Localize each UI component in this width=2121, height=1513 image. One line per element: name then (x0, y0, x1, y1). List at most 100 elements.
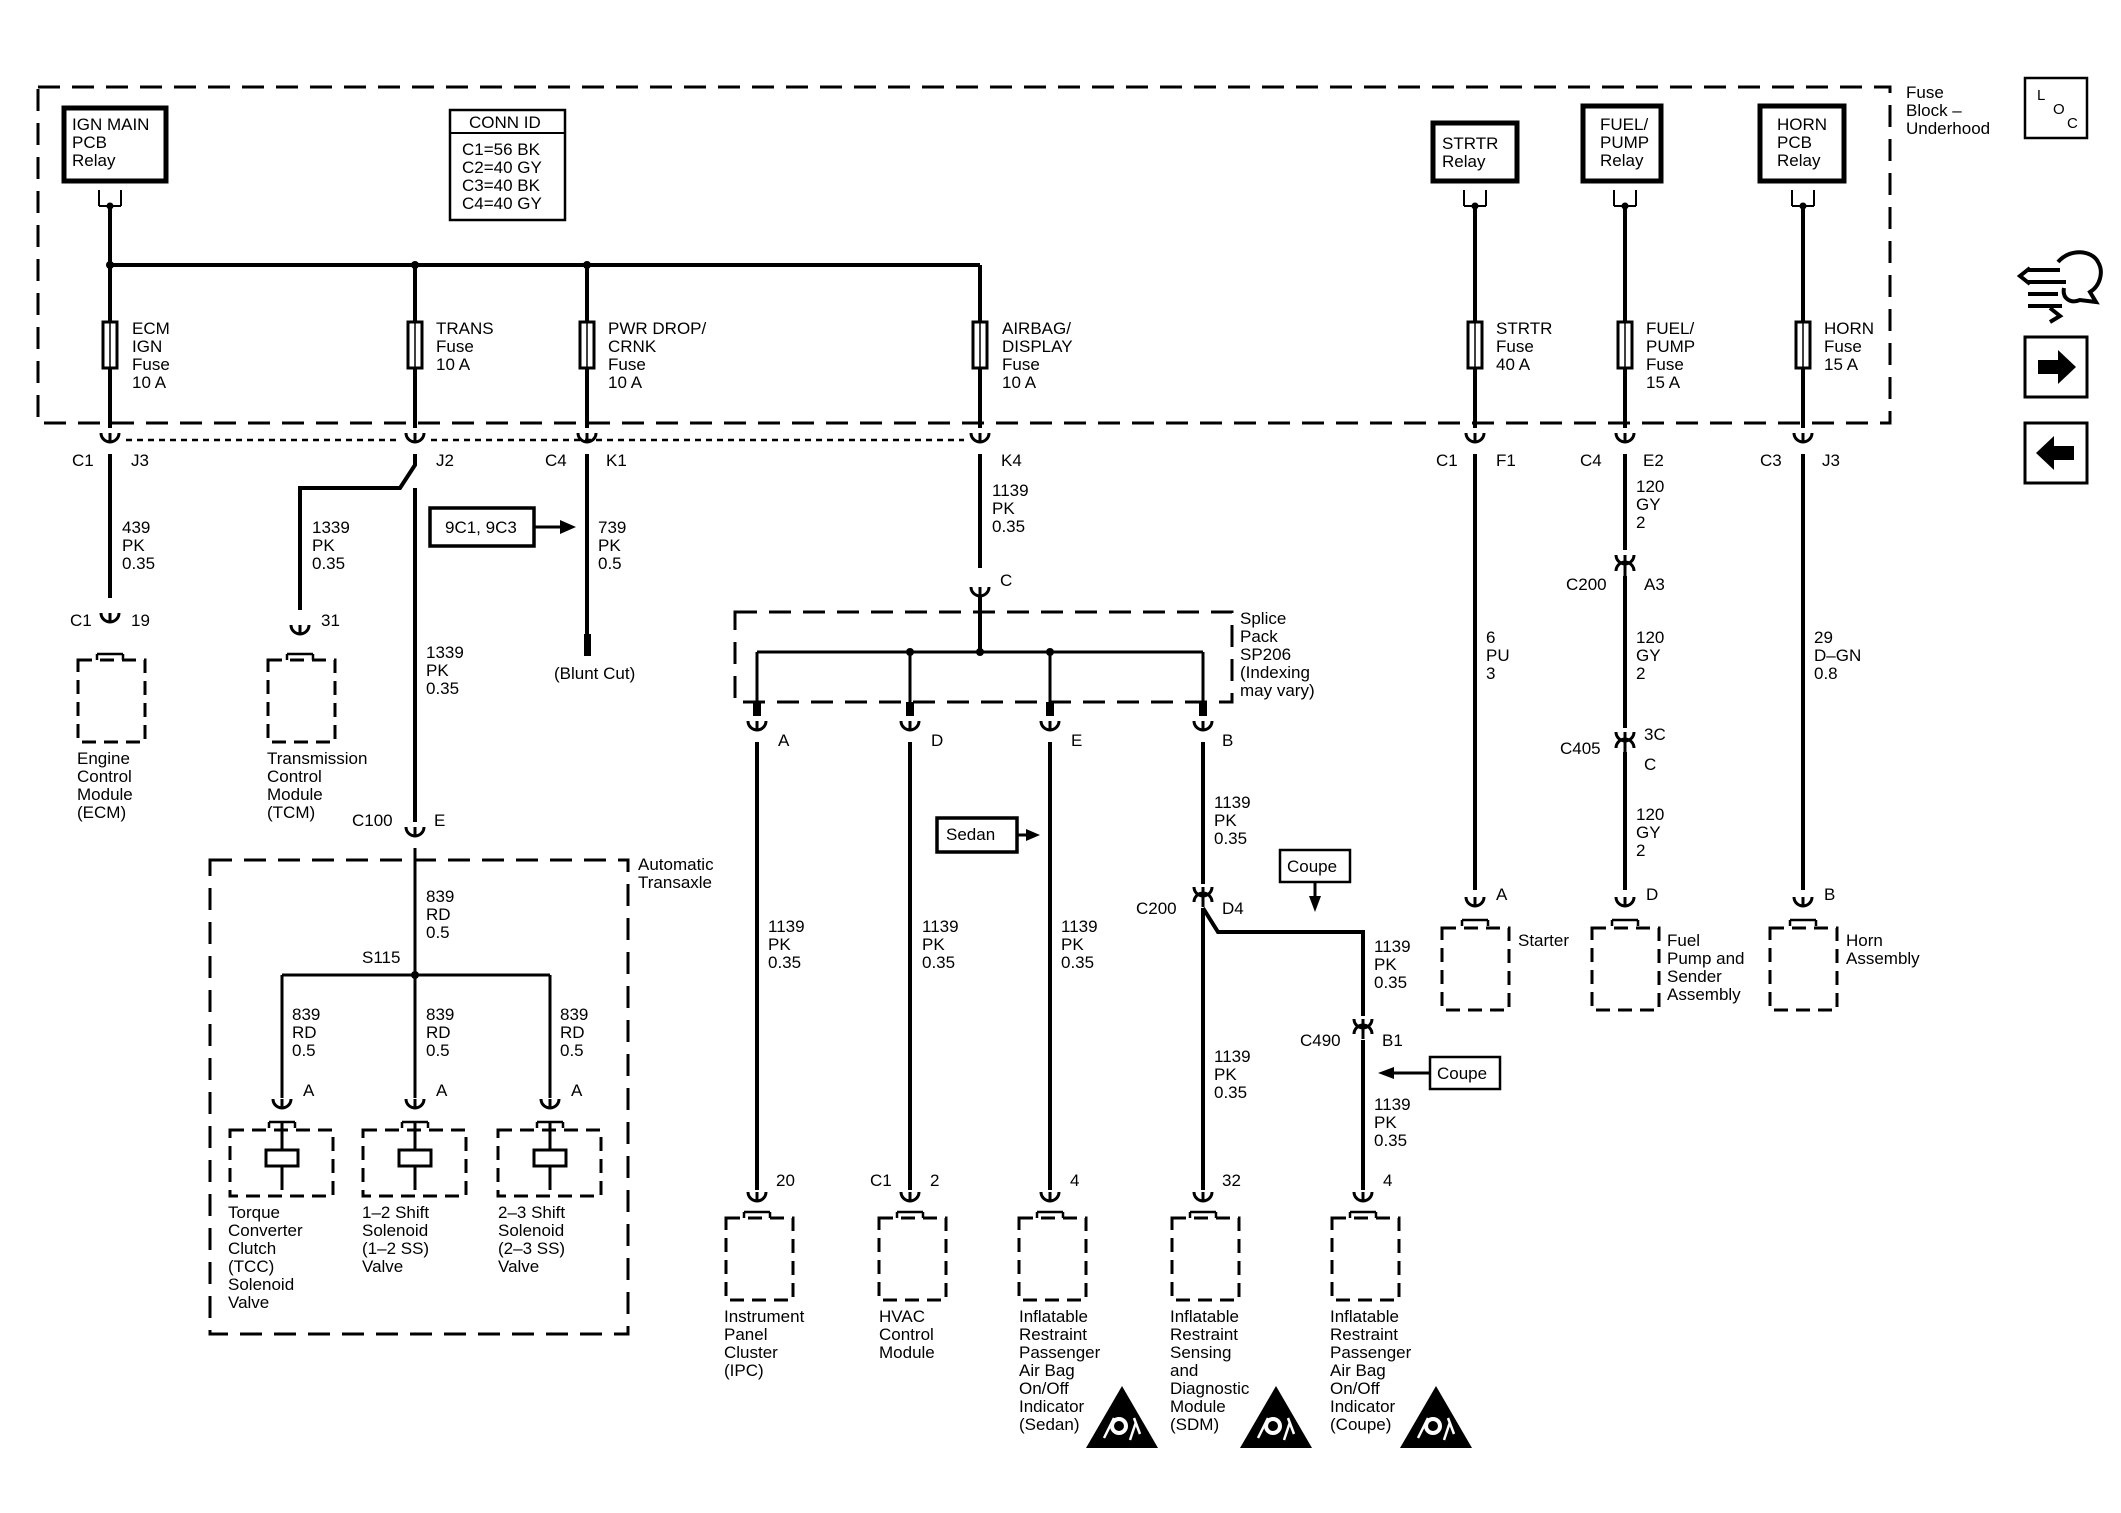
svg-text:O: O (2053, 101, 2065, 118)
pin-label: B (1222, 731, 1233, 750)
pin-label: E (434, 811, 445, 830)
svg-text:A: A (303, 1081, 315, 1100)
splice-s115 (411, 971, 419, 979)
location-icon[interactable]: L O C (2023, 76, 2089, 140)
pin-label: K1 (606, 451, 627, 470)
splice-pack-sp206 (733, 610, 1234, 704)
pin-label: C405 (1560, 739, 1601, 758)
pin-label: K4 (1001, 451, 1022, 470)
pin-label: E2 (1643, 451, 1664, 470)
tcm-module-box (266, 658, 337, 744)
svg-text:C1: C1 (870, 1171, 892, 1190)
pin-label: C200 (1136, 899, 1177, 918)
pin-label: 31 (321, 611, 340, 630)
conn-id-box: CONN ID C1=56 BK C2=40 GY C3=40 BK C4=40… (448, 108, 567, 222)
svg-text:20: 20 (776, 1171, 795, 1190)
pin-label: E (1071, 731, 1082, 750)
module-hvac: C1 2 (870, 1171, 948, 1302)
svg-text:B: B (1824, 885, 1835, 904)
component-view-icon[interactable] (2016, 250, 2103, 324)
pin-label: 19 (131, 611, 150, 630)
pin-label: C4 (1580, 451, 1602, 470)
pin-label: 3C (1644, 725, 1666, 744)
svg-text:Starter: Starter (1518, 931, 1569, 950)
ref-box-coupe-top: Coupe (1278, 848, 1352, 912)
pin-label: C490 (1300, 1031, 1341, 1050)
pin-label: C3 (1760, 451, 1782, 470)
svg-text:4: 4 (1070, 1171, 1079, 1190)
svg-text:L: L (2037, 87, 2045, 104)
pin-label: J3 (131, 451, 149, 470)
svg-text:A: A (1496, 885, 1508, 904)
ref-box-sedan: Sedan (935, 816, 1040, 854)
next-page-arrow-icon[interactable] (2023, 335, 2089, 399)
pin-label: B1 (1382, 1031, 1403, 1050)
solenoid-tcc: A (228, 1081, 335, 1198)
previous-page-arrow-icon[interactable] (2023, 421, 2089, 485)
module-airbag-coupe: 4 (1330, 1171, 1401, 1302)
ecm-module-box (76, 658, 147, 744)
ref-box-9c1-9c3: 9C1, 9C3 (428, 506, 576, 548)
pin-label: C100 (352, 811, 393, 830)
solenoid-2-3-shift: A (496, 1081, 603, 1198)
airbag-warning-icon (1398, 1384, 1474, 1450)
pin-label: S115 (362, 948, 400, 967)
pin-label: F1 (1496, 451, 1516, 470)
svg-text:D: D (1646, 885, 1658, 904)
ign-bus (106, 206, 1805, 428)
svg-text:32: 32 (1222, 1171, 1241, 1190)
pin-label: D (931, 731, 943, 750)
svg-text:C4=40 GY: C4=40 GY (462, 194, 542, 213)
pin-label: C200 (1566, 575, 1607, 594)
module-ipc: 20 (724, 1171, 795, 1302)
pin-label: J3 (1822, 451, 1840, 470)
airbag-branch-wires (755, 742, 1365, 1190)
pin-label: C1 (72, 451, 94, 470)
pin-label: D4 (1222, 899, 1244, 918)
svg-text:C1=56 BK: C1=56 BK (462, 140, 541, 159)
svg-text:2: 2 (930, 1171, 939, 1190)
module-starter: A Starter (1440, 885, 1569, 1012)
pin-label: C (1000, 571, 1012, 590)
svg-text:A: A (571, 1081, 583, 1100)
svg-text:Coupe: Coupe (1287, 857, 1337, 876)
